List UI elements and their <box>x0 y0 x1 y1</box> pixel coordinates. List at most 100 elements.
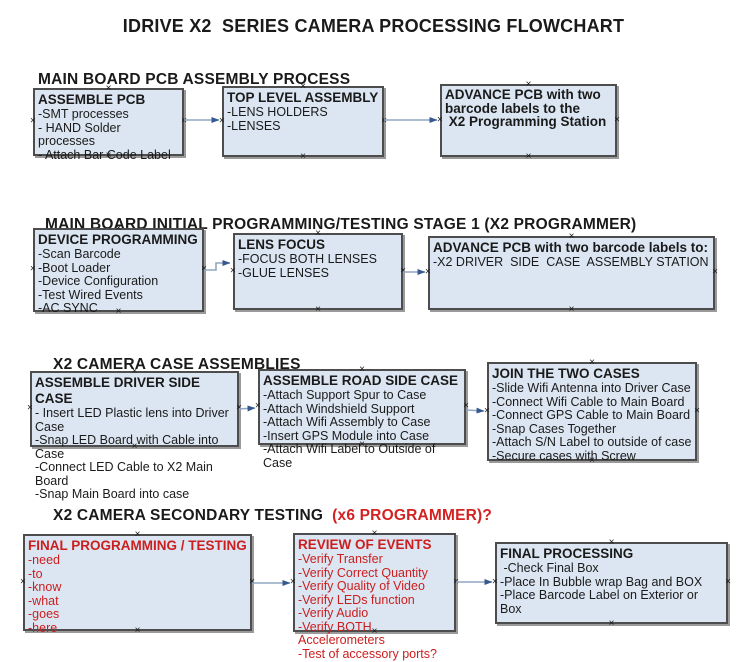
connection-point-marker: × <box>20 576 26 587</box>
flow-box-advance-pcb-programming-station: ADVANCE PCB with two barcode labels to t… <box>437 80 620 162</box>
connection-point-marker: × <box>400 265 406 276</box>
box-line: -X2 DRIVER SIDE CASE ASSEMBLY STATION <box>433 255 709 269</box>
box-line: -Attach Wifi Assembly to Case <box>263 415 431 429</box>
flow-box-top-level-assembly: TOP LEVEL ASSEMBLY -LENS HOLDERS -LENSES… <box>219 82 387 162</box>
box-line: -Place In Bubble wrap Bag and BOX <box>500 574 703 589</box>
flow-arrow <box>204 260 231 271</box>
connection-point-marker: × <box>300 151 306 162</box>
box-line: -here <box>28 620 58 635</box>
page-title: IDRIVE X2 SERIES CAMERA PROCESSING FLOWC… <box>122 16 625 36</box>
box-line: -Connect Wifi Cable to Main Board <box>492 394 685 409</box>
box-line: -Slide Wifi Antenna into Driver Case <box>492 381 691 395</box>
flow-box-lens-focus: LENS FOCUS -FOCUS BOTH LENSES -GLUE LENS… <box>230 229 406 315</box>
flow-box-device-programming: DEVICE PROGRAMMING -Scan Barcode -Boot L… <box>30 224 207 317</box>
box-line: -LENSES <box>227 118 281 133</box>
connection-point-marker: × <box>371 626 378 637</box>
box-heading: ASSEMBLE PCB <box>38 92 146 107</box>
box-line: -need <box>28 553 60 567</box>
box-line: barcode labels to the <box>445 100 581 116</box>
box-line: -Attach Windshield Support <box>263 401 415 416</box>
box-line: X2 Programming Station <box>445 114 607 129</box>
connection-point-marker: × <box>134 529 141 540</box>
connection-point-marker: × <box>134 625 141 636</box>
box-line: -LENS HOLDERS <box>227 105 328 119</box>
connection-point-marker: × <box>712 266 718 278</box>
connection-point-marker: × <box>589 455 595 466</box>
section-heading-secondary-testing: X2 CAMERA SECONDARY TESTING (x6 PROGRAMM… <box>35 489 492 543</box>
box-heading: ASSEMBLE DRIVER SIDE CASE <box>35 375 204 406</box>
box-line: -goes <box>28 607 60 621</box>
box-line: -what <box>28 593 59 608</box>
box-line: -Insert GPS Module into Case <box>263 428 430 443</box>
flow-box-assemble-driver-side-case: ASSEMBLE DRIVER SIDE CASE - Insert LED P… <box>27 367 242 501</box>
connection-point-marker: × <box>300 81 306 92</box>
connection-point-marker: × <box>608 537 615 548</box>
connection-point-marker: × <box>525 79 532 90</box>
flow-box-advance-pcb-driver-side-station: ADVANCE PCB with two barcode labels to: … <box>425 232 718 315</box>
box-line: -Verify Correct Quantity <box>298 565 428 580</box>
connection-point-marker: × <box>525 151 532 162</box>
box-line: -FOCUS BOTH LENSES <box>238 252 377 266</box>
connection-point-marker: × <box>27 402 33 414</box>
box-line: - Insert LED Plastic lens into Driver Ca… <box>35 406 233 434</box>
box-line: -Snap Main Board into case <box>35 487 190 501</box>
flow-box-final-processing: FINAL PROCESSING -Check Final Box -Place… <box>492 538 731 629</box>
connection-point-marker: × <box>230 265 236 276</box>
box-line: -Place Barcode Label on Exterior or Box <box>500 588 702 616</box>
box-line: - HAND Solder processes <box>38 120 125 148</box>
box-line: -Attach Wifi Label to Outside of Case <box>263 442 439 470</box>
connection-point-marker: × <box>614 114 620 125</box>
box-heading: REVIEW OF EVENTS <box>298 537 432 552</box>
connection-point-marker: × <box>131 366 138 377</box>
box-heading: DEVICE PROGRAMMING <box>38 232 198 247</box>
box-line: -Test of accessory ports? <box>298 646 437 661</box>
section-heading-accent: (x6 PROGRAMMER)? <box>327 507 493 524</box>
flow-box-final-programming-testing: FINAL PROGRAMMING / TESTING -need -to -k… <box>20 530 255 636</box>
box-line: -Test Wired Events <box>38 287 143 302</box>
box-line: -GLUE LENSES <box>238 265 330 280</box>
connection-point-marker: × <box>371 528 378 539</box>
connection-point-marker: × <box>290 576 296 587</box>
box-line: -Connect GPS Cable to Main Board <box>492 408 691 422</box>
connection-point-marker: × <box>725 576 731 588</box>
connection-point-marker: × <box>105 150 112 161</box>
connection-point-marker: × <box>115 223 122 234</box>
connection-point-marker: × <box>30 263 36 275</box>
box-line: -Check Final Box <box>500 561 599 575</box>
connection-point-marker: × <box>359 364 365 375</box>
box-heading: JOIN THE TWO CASES <box>492 366 640 381</box>
connection-point-marker: × <box>30 115 36 127</box>
box-heading: FINAL PROCESSING <box>500 546 634 561</box>
box-line: -Verify Audio <box>298 606 369 620</box>
box-line: -know <box>28 580 62 594</box>
box-line: -Verify LEDs function <box>298 592 415 607</box>
box-line: ADVANCE PCB with two <box>445 87 601 102</box>
connection-point-marker: × <box>589 357 595 368</box>
connection-point-marker: × <box>381 115 387 126</box>
box-heading: FINAL PROGRAMMING / TESTING <box>28 538 247 553</box>
box-line: -Verify Transfer <box>298 552 383 566</box>
connection-point-marker: × <box>105 83 112 94</box>
connection-point-marker: × <box>453 576 459 587</box>
box-line: -Attach Support Spur to Case <box>263 388 427 402</box>
connection-point-marker: × <box>315 228 321 239</box>
connection-point-marker: × <box>236 402 242 414</box>
connection-point-marker: × <box>249 576 255 587</box>
box-line: -AC SYNC <box>38 301 98 315</box>
box-line: -Snap LED Board with Cable into Case <box>35 433 222 461</box>
box-line: -Verify BOTH Accelerometers <box>298 619 385 647</box>
box-line: -Secure cases with Screw <box>492 448 636 463</box>
connection-point-marker: × <box>463 400 469 412</box>
connection-point-marker: × <box>425 266 431 278</box>
box-line: -Verify Quality of Video <box>298 579 425 593</box>
box-line: -Scan Barcode <box>38 247 121 261</box>
connection-point-marker: × <box>115 306 122 317</box>
connection-point-marker: × <box>492 576 498 588</box>
connection-point-marker: × <box>219 115 225 126</box>
connection-point-marker: × <box>131 441 138 452</box>
connection-point-marker: × <box>359 439 365 450</box>
box-heading: ASSEMBLE ROAD SIDE CASE <box>263 373 459 388</box>
connection-point-marker: × <box>608 618 615 629</box>
connection-point-marker: × <box>315 304 321 315</box>
